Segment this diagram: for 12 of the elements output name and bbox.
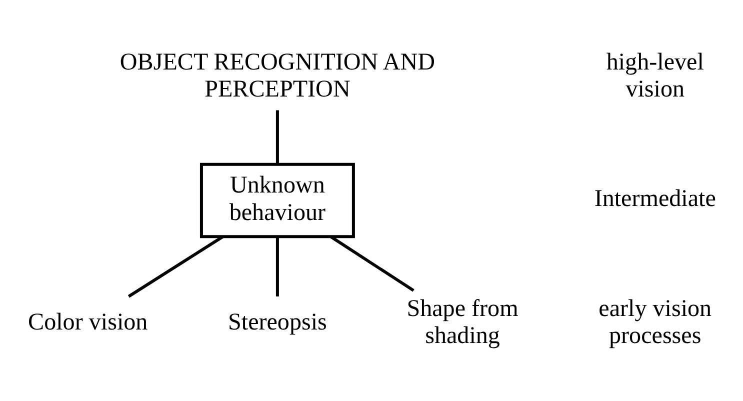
node-text: Stereopsis [228,310,327,336]
node-text: Shape from shading [406,296,518,350]
label: high-level vision [606,49,704,102]
label: Intermediate [594,186,716,212]
connector [330,236,414,292]
node-box: Unknown behaviour [200,162,355,238]
connector [276,110,279,164]
node-text: OBJECT RECOGNITION AND PERCEPTION [120,49,435,102]
connector [276,236,279,296]
connector [128,236,224,298]
label: early vision processes [598,296,712,350]
node-text: Color vision [28,310,148,336]
